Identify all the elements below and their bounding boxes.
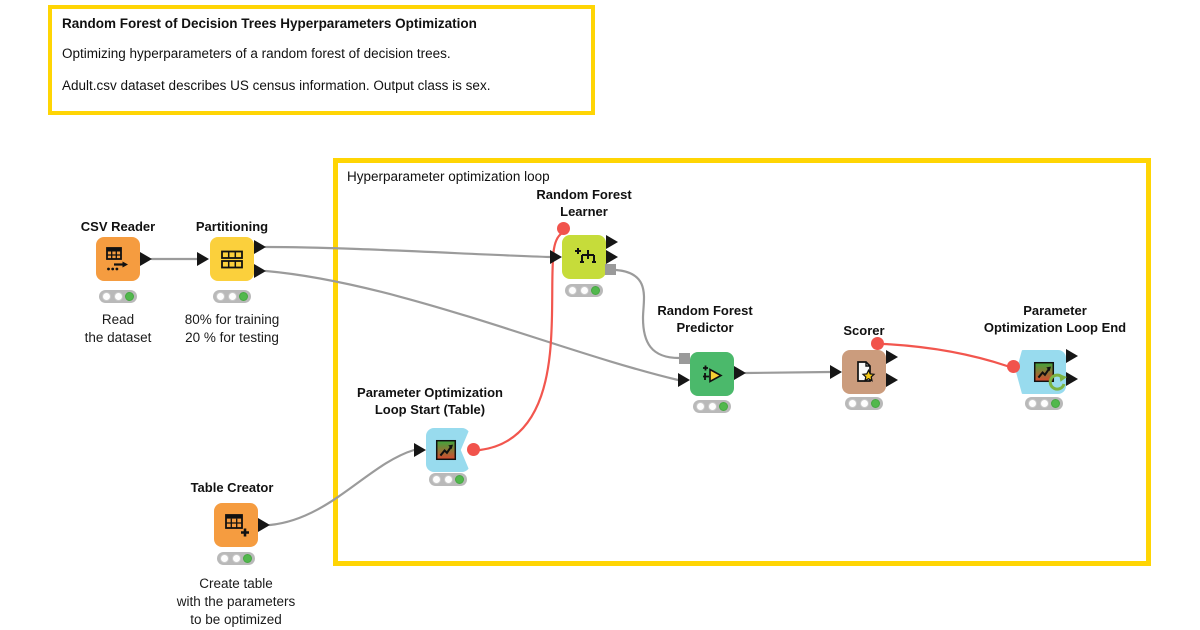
scorer-output-port-2[interactable] [886, 373, 898, 387]
partitioning-output-port-2[interactable] [254, 264, 266, 278]
loop-end-status-light [1025, 397, 1063, 410]
wire-loopstart-to-learner-flowvar[interactable] [478, 230, 566, 452]
node-caption-csv-reader: Read the dataset [84, 312, 152, 345]
loop-start-input-port[interactable] [414, 443, 426, 457]
node-csv-reader[interactable] [96, 237, 140, 281]
learner-output-port-2[interactable] [606, 250, 618, 264]
wire-partitioning-to-learner[interactable] [264, 245, 552, 259]
predictor-model-input-port[interactable] [679, 353, 690, 364]
loop-end-flowvar-input-port[interactable] [1007, 360, 1020, 373]
loop-annotation-box[interactable]: Hyperparameter optimization loop [333, 158, 1151, 566]
partitioning-status-light [213, 290, 251, 303]
node-title-table-creator: Table Creator [190, 480, 274, 495]
learner-model-output-port[interactable] [605, 264, 616, 275]
node-title-partitioning: Partitioning [195, 219, 269, 234]
chart-gradient-icon [435, 439, 456, 461]
node-caption-table-creator: Create table with the parameters to be o… [176, 576, 296, 627]
scorer-input-port[interactable] [830, 365, 842, 379]
partitioning-input-port[interactable] [197, 252, 209, 266]
learner-flowvar-input-port[interactable] [557, 222, 570, 235]
decision-tree-icon [575, 248, 596, 263]
wire-partitioning-to-predictor[interactable] [264, 269, 680, 382]
scorer-flowvar-output-port[interactable] [871, 337, 884, 350]
loop-box-label: Hyperparameter optimization loop [347, 169, 550, 184]
csv-reader-status-light [99, 290, 137, 303]
scorer-status-light [845, 397, 883, 410]
loop-start-flowvar-output-port[interactable] [467, 443, 480, 456]
node-random-forest-predictor[interactable] [690, 352, 734, 396]
annotation-body-line1: Optimizing hyperparameters of a random f… [62, 46, 451, 61]
wire-learner-model-to-predictor[interactable] [614, 268, 681, 360]
node-partitioning[interactable] [210, 237, 254, 281]
node-title-loop-start: Parameter Optimization Loop Start (Table… [357, 385, 503, 417]
learner-status-light [565, 284, 603, 297]
table-plus-icon [225, 514, 249, 537]
scorer-output-port-1[interactable] [886, 350, 898, 364]
split-rows-icon [221, 250, 243, 269]
loop-end-output-port-2[interactable] [1066, 372, 1078, 386]
node-scorer[interactable] [842, 350, 886, 394]
node-caption-partitioning: 80% for training 20 % for testing [184, 312, 280, 345]
annotation-title: Random Forest of Decision Trees Hyperpar… [62, 16, 477, 31]
csv-reader-output-port[interactable] [140, 252, 152, 266]
node-title-random-forest-predictor: Random Forest Predictor [657, 303, 753, 335]
node-random-forest-learner[interactable] [562, 235, 606, 279]
chart-gradient-icon [1033, 361, 1054, 383]
predictor-output-port[interactable] [734, 366, 746, 380]
predictor-status-light [693, 400, 731, 413]
predictor-data-input-port[interactable] [678, 373, 690, 387]
document-star-icon [857, 361, 876, 382]
loop-start-status-light [429, 473, 467, 486]
node-parameter-optimization-loop-end[interactable] [1016, 350, 1066, 394]
table-creator-status-light [217, 552, 255, 565]
node-title-random-forest-learner: Random Forest Learner [536, 187, 632, 219]
wire-tablecreator-to-loopstart[interactable] [268, 448, 416, 527]
node-title-scorer: Scorer [843, 323, 885, 338]
table-export-icon [106, 247, 128, 271]
learner-data-input-port[interactable] [550, 250, 562, 264]
annotation-body-line2: Adult.csv dataset describes US census in… [62, 78, 491, 93]
learner-output-port-1[interactable] [606, 235, 618, 249]
workflow-annotation-box[interactable]: Random Forest of Decision Trees Hyperpar… [48, 5, 595, 115]
wire-scorer-to-loopend-flowvar[interactable] [882, 342, 1009, 368]
wire-predictor-to-scorer[interactable] [744, 370, 832, 375]
node-title-csv-reader: CSV Reader [80, 219, 156, 234]
loop-end-output-port-1[interactable] [1066, 349, 1078, 363]
tree-predict-icon [703, 365, 723, 383]
node-table-creator[interactable] [214, 503, 258, 547]
table-creator-output-port[interactable] [258, 518, 270, 532]
loop-refresh-icon [1048, 373, 1067, 391]
node-title-loop-end: Parameter Optimization Loop End [983, 303, 1127, 335]
partitioning-output-port-1[interactable] [254, 240, 266, 254]
